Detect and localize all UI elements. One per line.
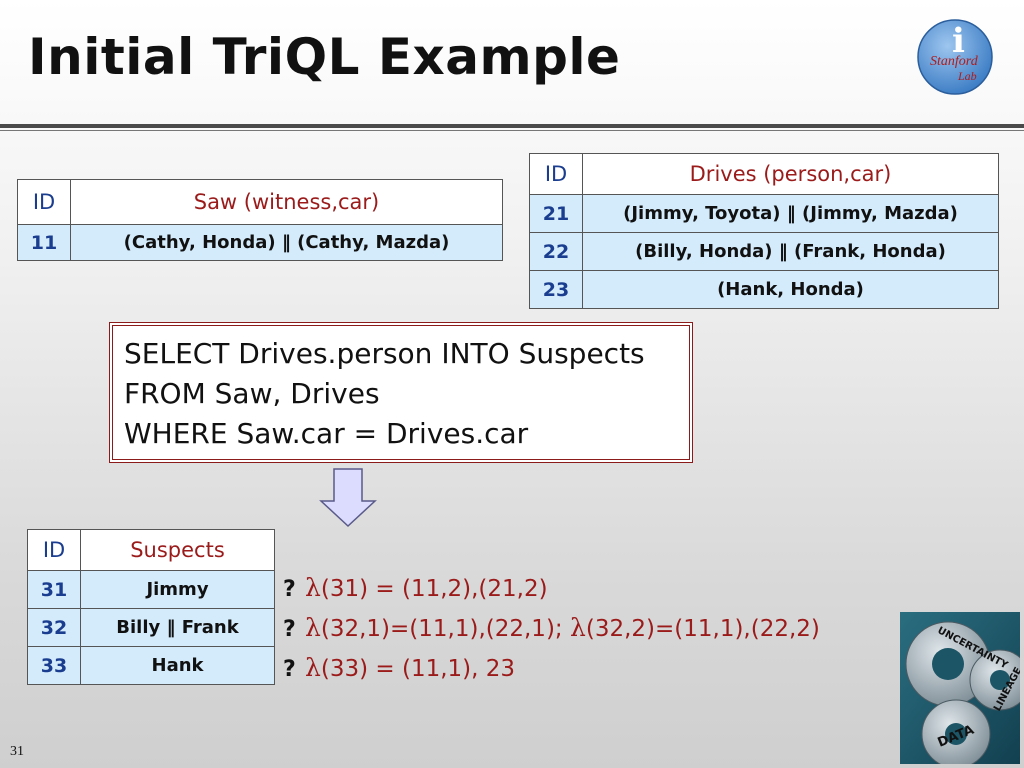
saw-table: ID Saw (witness,car) 11 (Cathy, Honda) ‖… bbox=[17, 179, 503, 261]
gears-logo-image: UNCERTAINTY LINEAGE DATA bbox=[900, 612, 1020, 764]
gear-icon bbox=[921, 699, 991, 764]
lineage-text: (32,2)=(11,1),(22,2) bbox=[585, 616, 820, 642]
table-row: 22 (Billy, Honda) ‖ (Frank, Honda) bbox=[529, 232, 999, 271]
table-row: 11 (Cathy, Honda) ‖ (Cathy, Mazda) bbox=[17, 224, 503, 261]
lambda-symbol: λ bbox=[305, 613, 321, 642]
query-box: SELECT Drives.person INTO Suspects FROM … bbox=[109, 322, 693, 463]
stanford-infolab-logo: i Stanford Lab bbox=[917, 19, 993, 95]
table-header-row: ID Suspects bbox=[27, 529, 275, 571]
query-box-inner: SELECT Drives.person INTO Suspects FROM … bbox=[112, 325, 690, 460]
row-value: Hank bbox=[80, 646, 275, 685]
question-mark-bullet: ? bbox=[283, 617, 296, 642]
column-header-suspects: Suspects bbox=[80, 529, 275, 571]
row-id: 11 bbox=[17, 224, 71, 261]
row-value: (Jimmy, Toyota) ‖ (Jimmy, Mazda) bbox=[582, 194, 999, 233]
lineage-text: (32,1)=(11,1),(22,1); bbox=[320, 616, 570, 642]
question-mark-bullet: ? bbox=[283, 577, 296, 602]
table-row: 21 (Jimmy, Toyota) ‖ (Jimmy, Mazda) bbox=[529, 194, 999, 233]
column-header-drives: Drives (person,car) bbox=[582, 153, 999, 195]
title-rule-thin bbox=[0, 130, 1024, 131]
logo-word-stanford: Stanford bbox=[930, 54, 979, 69]
column-header-id: ID bbox=[529, 153, 583, 195]
gear-icon bbox=[969, 649, 1020, 711]
lineage-item: ? λ(33) = (11,1), 23 bbox=[283, 648, 820, 688]
query-line-select: SELECT Drives.person INTO Suspects bbox=[124, 337, 645, 370]
row-id: 21 bbox=[529, 194, 583, 233]
row-id: 23 bbox=[529, 270, 583, 309]
row-id: 32 bbox=[27, 608, 81, 647]
row-value: Jimmy bbox=[80, 570, 275, 609]
lambda-symbol: λ bbox=[569, 613, 586, 642]
query-line-from: FROM Saw, Drives bbox=[124, 377, 380, 410]
table-header-row: ID Drives (person,car) bbox=[529, 153, 999, 195]
column-header-id: ID bbox=[17, 179, 71, 225]
down-arrow-icon bbox=[319, 468, 377, 528]
lineage-item: ? λ(31) = (11,2),(21,2) bbox=[283, 568, 820, 608]
row-id: 22 bbox=[529, 232, 583, 271]
query-line-where: WHERE Saw.car = Drives.car bbox=[124, 417, 529, 450]
table-row: 32 Billy ‖ Frank bbox=[27, 608, 275, 647]
row-value: Billy ‖ Frank bbox=[80, 608, 275, 647]
logo-letter: i bbox=[952, 21, 965, 61]
question-mark-bullet: ? bbox=[283, 657, 296, 682]
lambda-symbol: λ bbox=[305, 573, 321, 602]
table-row: 23 (Hank, Honda) bbox=[529, 270, 999, 309]
logo-word-lab: Lab bbox=[957, 69, 977, 83]
lineage-item: ?λ(32,1)=(11,1),(22,1); λ(32,2)=(11,1),(… bbox=[283, 608, 820, 648]
row-value: (Billy, Honda) ‖ (Frank, Honda) bbox=[582, 232, 999, 271]
slide-number: 31 bbox=[10, 744, 24, 759]
row-id: 31 bbox=[27, 570, 81, 609]
lineage-list: ?λ(31) = (11,2),(21,2) ?λ(32,1)=(11,1),(… bbox=[283, 568, 820, 688]
suspects-table: ID Suspects 31 Jimmy 32 Billy ‖ Frank 33… bbox=[27, 529, 275, 685]
lineage-text: (33) = (11,1), 23 bbox=[320, 656, 516, 682]
row-id: 33 bbox=[27, 646, 81, 685]
lambda-symbol: λ bbox=[305, 653, 321, 682]
column-header-id: ID bbox=[27, 529, 81, 571]
slide-title: Initial TriQL Example bbox=[28, 28, 621, 86]
gear-icon bbox=[905, 621, 991, 707]
drives-table: ID Drives (person,car) 21 (Jimmy, Toyota… bbox=[529, 153, 999, 309]
table-header-row: ID Saw (witness,car) bbox=[17, 179, 503, 225]
title-rule bbox=[0, 124, 1024, 128]
row-value: (Hank, Honda) bbox=[582, 270, 999, 309]
table-row: 31 Jimmy bbox=[27, 570, 275, 609]
lineage-text: (31) = (11,2),(21,2) bbox=[320, 576, 548, 602]
table-row: 33 Hank bbox=[27, 646, 275, 685]
column-header-saw: Saw (witness,car) bbox=[70, 179, 503, 225]
row-value: (Cathy, Honda) ‖ (Cathy, Mazda) bbox=[70, 224, 503, 261]
